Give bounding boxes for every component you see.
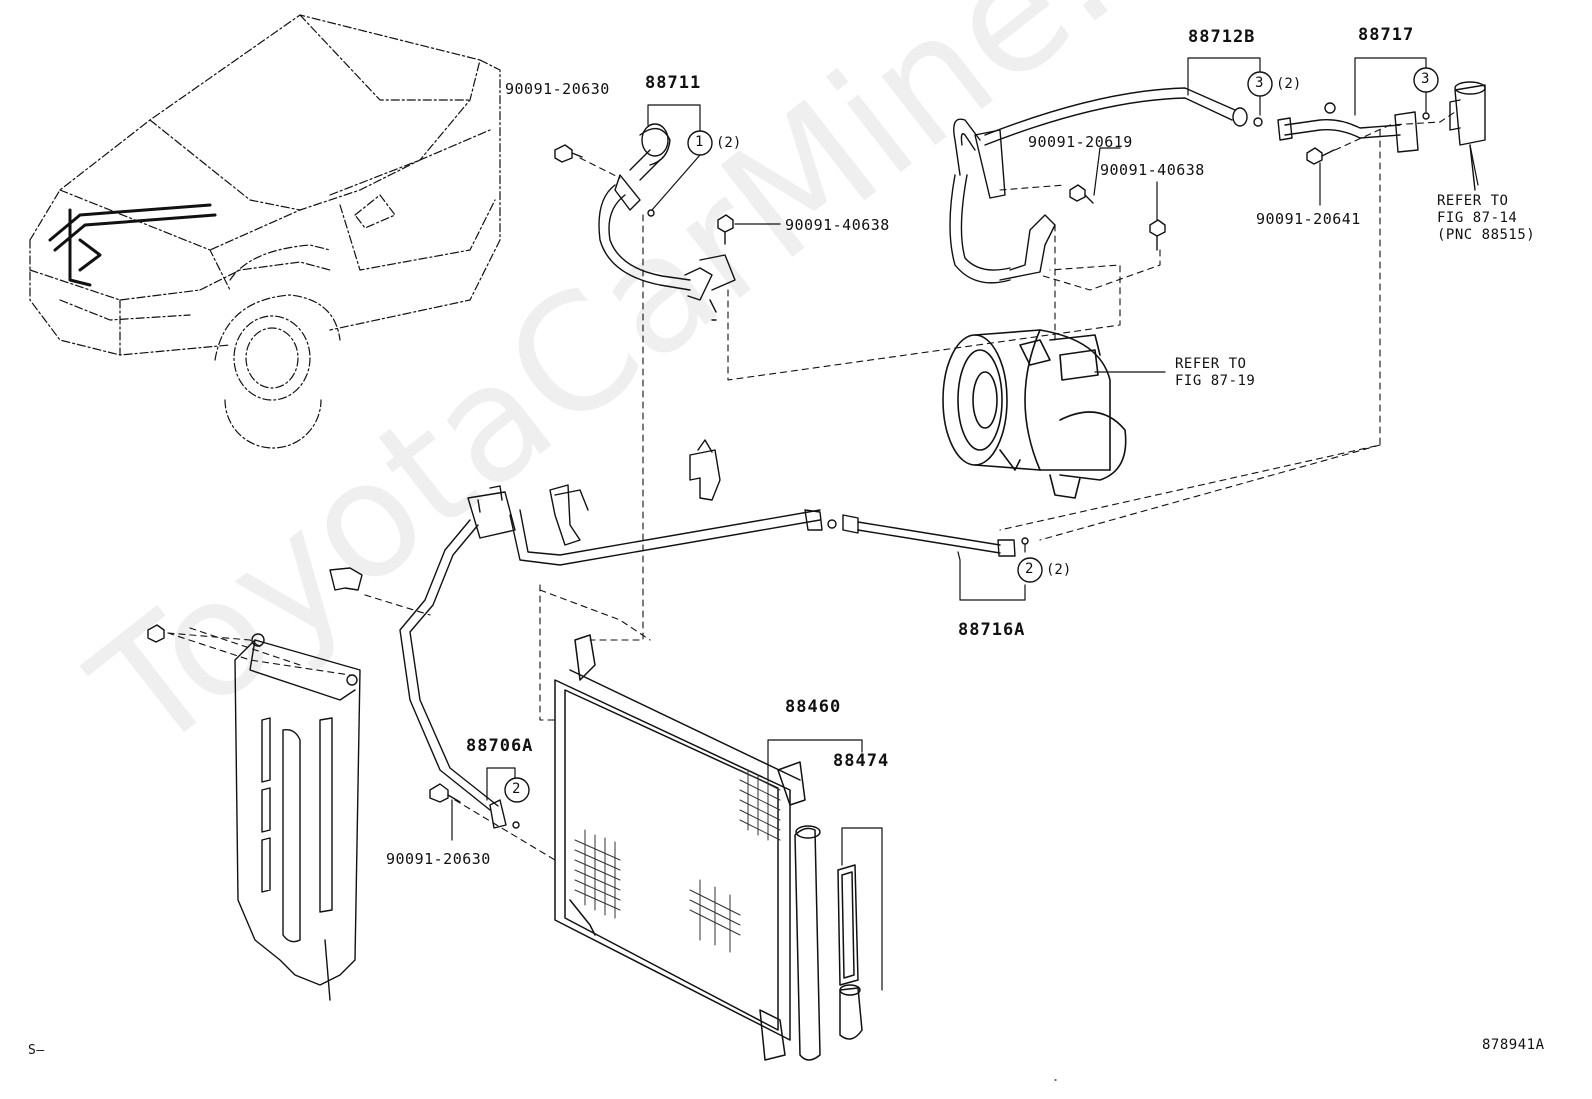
callout-circle-2b <box>504 777 530 803</box>
callout-circle-2a <box>1017 557 1043 583</box>
bolt-label-90091-20619: 90091-20619 <box>1028 133 1133 151</box>
part-label-88460: 88460 <box>785 697 842 717</box>
part-label-88712b: 88712B <box>1188 27 1256 47</box>
condenser-fins <box>574 769 781 953</box>
bolt-label-90091-40638-a: 90091-40638 <box>785 216 890 234</box>
note-refer-fig-87-19: REFER TO FIG 87-19 <box>1175 356 1256 389</box>
callout-1-number: 1 <box>695 134 704 150</box>
part-label-88716a: 88716A <box>958 620 1026 640</box>
callout-2a-number: 2 <box>1025 561 1034 577</box>
callout-2b-number: 2 <box>512 781 521 797</box>
bolt-label-90091-20641: 90091-20641 <box>1256 210 1361 228</box>
callout-1-qty: (2) <box>716 135 742 151</box>
callout-circle-3a <box>1247 71 1273 97</box>
pipe-88712b <box>949 87 1263 284</box>
condenser <box>554 634 863 1061</box>
bolt-shapes <box>147 144 1335 803</box>
bolt-label-90091-40638-b: 90091-40638 <box>1100 161 1205 179</box>
callout-3a-qty: (2) <box>1276 76 1302 92</box>
corner-mark: S– <box>28 1043 45 1058</box>
compressor <box>942 329 1127 499</box>
note-refer-fig-87-14: REFER TO FIG 87-14 (PNC 88515) <box>1437 193 1536 243</box>
callout-circle-1 <box>687 130 713 156</box>
callout-3a-number: 3 <box>1255 75 1264 91</box>
bolt-label-90091-20630-top: 90091-20630 <box>505 80 610 98</box>
part-label-88474: 88474 <box>833 751 890 771</box>
bolt-label-90091-20630-bottom: 90091-20630 <box>386 850 491 868</box>
expansion-valve <box>1449 81 1486 191</box>
leader-lines <box>451 57 1479 1081</box>
figure-id: 878941A <box>1482 1037 1545 1053</box>
liquid-pipe <box>399 509 1029 829</box>
callout-3b-number: 3 <box>1421 71 1430 87</box>
callout-circle-3b <box>1413 67 1439 93</box>
dashed-lines <box>167 111 1456 861</box>
part-label-88711: 88711 <box>645 73 702 93</box>
callout-2a-qty: (2) <box>1046 562 1072 578</box>
pipe-88717 <box>1277 102 1430 153</box>
car-ac-lines <box>48 203 217 287</box>
part-label-88706a: 88706A <box>466 736 534 756</box>
car-outline <box>29 14 501 449</box>
part-label-88717: 88717 <box>1358 25 1415 45</box>
pipe-fittings <box>329 439 721 591</box>
radiator-cover <box>234 633 361 1001</box>
